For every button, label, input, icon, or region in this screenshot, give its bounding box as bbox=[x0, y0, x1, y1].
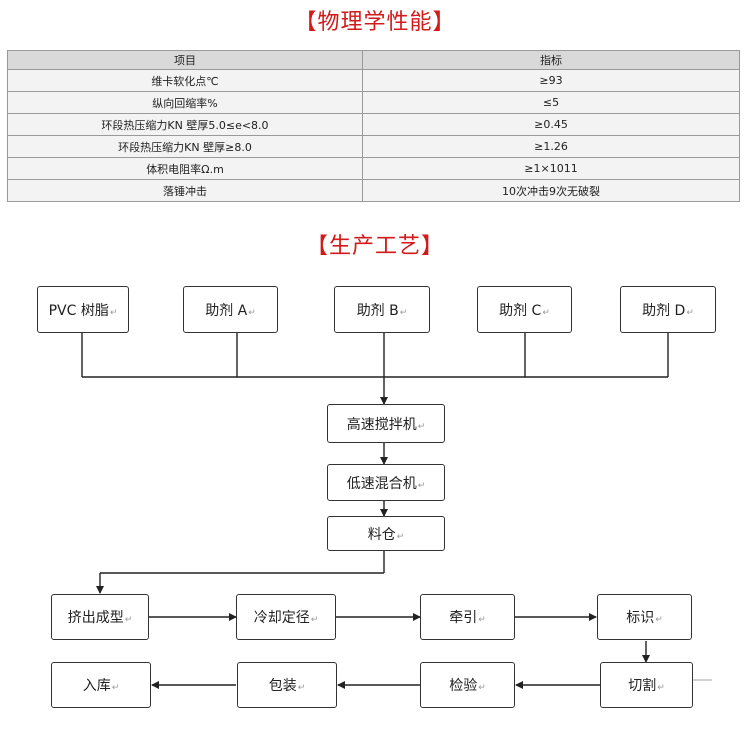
paragraph-mark-icon: ↵ bbox=[417, 421, 426, 432]
step-warehousing: 入库↵ bbox=[51, 662, 151, 708]
table-row: 纵向回缩率% ≤5 bbox=[7, 91, 740, 114]
paragraph-mark-icon: ↵ bbox=[542, 307, 550, 318]
paragraph-mark-icon: ↵ bbox=[297, 683, 306, 693]
input-additive-a-label: 助剂 A bbox=[205, 302, 248, 319]
row-spec: ≥0.45 bbox=[362, 113, 740, 136]
step-extrusion: 挤出成型↵ bbox=[51, 594, 149, 640]
step-haul-off-label: 牵引 bbox=[449, 610, 478, 626]
row-item: 落锤冲击 bbox=[7, 179, 363, 202]
input-additive-b: 助剂 B↵ bbox=[334, 286, 430, 333]
row-item: 环段热压缩力KN 壁厚5.0≤e<8.0 bbox=[7, 113, 363, 136]
step-cutting-label: 切割 bbox=[628, 678, 657, 694]
row-item: 体积电阻率Ω.m bbox=[7, 157, 363, 180]
input-additive-c: 助剂 C↵ bbox=[477, 286, 572, 333]
process-title: 【生产工艺】 bbox=[305, 234, 444, 259]
paragraph-mark-icon: ↵ bbox=[417, 480, 426, 491]
row-spec: ≥1.26 bbox=[362, 135, 740, 158]
input-pvc-resin: PVC 树脂↵ bbox=[37, 286, 129, 333]
input-additive-a: 助剂 A↵ bbox=[183, 286, 278, 333]
input-additive-d: 助剂 D↵ bbox=[620, 286, 716, 333]
high-speed-mixer: 高速搅拌机↵ bbox=[327, 404, 445, 443]
paragraph-mark-icon: ↵ bbox=[399, 307, 408, 318]
paragraph-mark-icon: ↵ bbox=[109, 307, 118, 318]
step-cooling-sizing-label: 冷却定径 bbox=[253, 610, 310, 626]
input-additive-c-label: 助剂 C bbox=[499, 302, 542, 319]
step-packaging-label: 包装 bbox=[268, 678, 297, 694]
step-warehousing-label: 入库 bbox=[82, 678, 111, 694]
step-cutting: 切割↵ bbox=[600, 662, 693, 708]
table-row: 体积电阻率Ω.m ≥1×1011 bbox=[7, 157, 740, 180]
material-silo-label: 料仓 bbox=[367, 526, 396, 543]
paragraph-mark-icon: ↵ bbox=[124, 615, 133, 625]
step-packaging: 包装↵ bbox=[237, 662, 337, 708]
row-spec: 10次冲击9次无破裂 bbox=[362, 179, 740, 202]
table-row: 环段热压缩力KN 壁厚≥8.0 ≥1.26 bbox=[7, 135, 740, 158]
step-haul-off: 牵引↵ bbox=[420, 594, 515, 640]
material-silo: 料仓↵ bbox=[327, 516, 445, 551]
properties-table: 项目 指标 维卡软化点℃ ≥93 纵向回缩率% ≤5 环段热压缩力KN 壁厚5.… bbox=[7, 50, 740, 202]
paragraph-mark-icon: ↵ bbox=[248, 307, 256, 318]
paragraph-mark-icon: ↵ bbox=[686, 307, 694, 318]
table-row: 落锤冲击 10次冲击9次无破裂 bbox=[7, 179, 740, 202]
paragraph-mark-icon: ↵ bbox=[657, 683, 665, 693]
input-pvc-resin-label: PVC 树脂 bbox=[48, 302, 109, 319]
paragraph-mark-icon: ↵ bbox=[396, 531, 405, 542]
paragraph-mark-icon: ↵ bbox=[111, 683, 120, 693]
low-speed-mixer-label: 低速混合机 bbox=[346, 475, 417, 492]
input-additive-b-label: 助剂 B bbox=[356, 302, 399, 319]
input-additive-d-label: 助剂 D bbox=[642, 302, 686, 319]
paragraph-mark-icon: ↵ bbox=[655, 615, 663, 625]
row-spec: ≥1×1011 bbox=[362, 157, 740, 180]
step-inspection: 检验↵ bbox=[420, 662, 515, 708]
paragraph-mark-icon: ↵ bbox=[478, 683, 486, 693]
step-marking: 标识↵ bbox=[597, 594, 692, 640]
properties-title: 【物理学性能】 bbox=[294, 10, 456, 35]
paragraph-mark-icon: ↵ bbox=[478, 615, 486, 625]
paragraph-mark-icon: ↵ bbox=[310, 615, 319, 625]
row-item: 纵向回缩率% bbox=[7, 91, 363, 114]
step-marking-label: 标识 bbox=[626, 610, 655, 626]
step-extrusion-label: 挤出成型 bbox=[67, 610, 124, 626]
low-speed-mixer: 低速混合机↵ bbox=[327, 464, 445, 501]
step-inspection-label: 检验 bbox=[449, 678, 478, 694]
header-spec: 指标 bbox=[362, 50, 740, 70]
table-header-row: 项目 指标 bbox=[7, 50, 740, 70]
row-spec: ≤5 bbox=[362, 91, 740, 114]
step-cooling-sizing: 冷却定径↵ bbox=[236, 594, 336, 640]
high-speed-mixer-label: 高速搅拌机 bbox=[346, 416, 417, 433]
table-row: 环段热压缩力KN 壁厚5.0≤e<8.0 ≥0.45 bbox=[7, 113, 740, 136]
